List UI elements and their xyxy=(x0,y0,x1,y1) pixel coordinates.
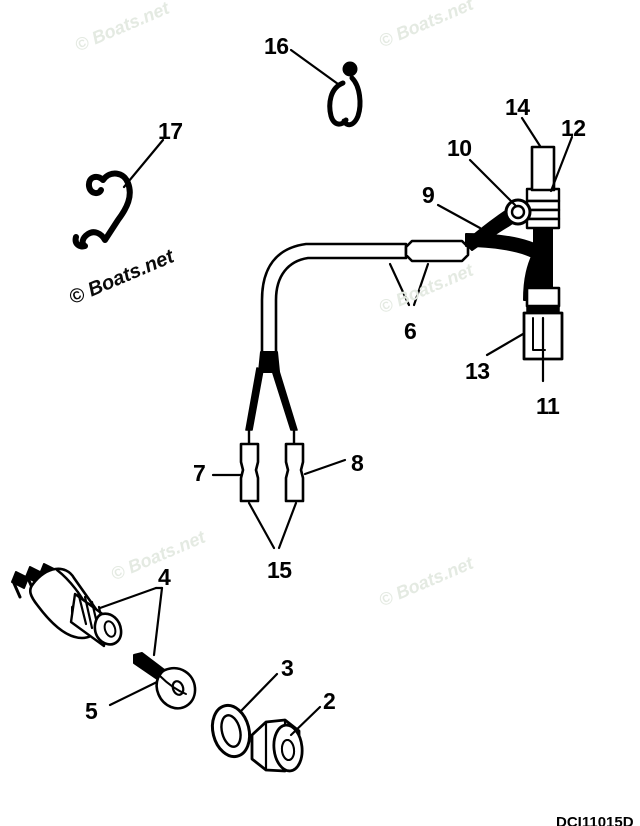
leader-2 xyxy=(289,705,322,737)
part-3-washer xyxy=(210,703,252,759)
leader-14 xyxy=(520,116,542,148)
connector-assembly xyxy=(465,145,564,361)
callout-9: 9 xyxy=(422,182,435,208)
leader-3 xyxy=(239,672,279,713)
diagram-code: DCI11015D xyxy=(556,814,634,826)
part-7-left-bullet-terminal xyxy=(239,442,260,503)
part-14-upper-terminal-pin xyxy=(530,145,556,192)
callout-13: 13 xyxy=(465,358,490,384)
part-12-upper-connector-collar xyxy=(525,187,561,230)
leader-13 xyxy=(485,332,525,357)
callout-5: 5 xyxy=(85,698,98,724)
part-9-lever-blade xyxy=(465,217,511,251)
callout-15: 15 xyxy=(267,557,292,583)
callout-4: 4 xyxy=(158,564,171,590)
callout-16: 16 xyxy=(264,33,289,59)
leader-9 xyxy=(436,203,482,230)
leader-10 xyxy=(468,158,517,207)
callout-7: 7 xyxy=(193,460,206,486)
leader-4 xyxy=(98,586,164,657)
callout-10: 10 xyxy=(447,135,472,161)
part-5-key xyxy=(133,652,197,710)
leader-6 xyxy=(388,262,430,307)
part-4-ignition-switch xyxy=(11,563,123,648)
leader-15 xyxy=(247,501,298,550)
callout-8: 8 xyxy=(351,450,364,476)
callout-12: 12 xyxy=(561,115,586,141)
leader-17 xyxy=(122,138,165,189)
part-8-right-bullet-terminal xyxy=(284,442,305,503)
part-6-harness-cable xyxy=(245,239,470,446)
leader-12 xyxy=(549,135,574,193)
callout-11: 11 xyxy=(536,393,560,419)
callout-14: 14 xyxy=(505,94,530,120)
part-2-hex-nut xyxy=(250,718,304,773)
part-13-lower-connector-body xyxy=(532,317,546,351)
part-16-retaining-clip xyxy=(327,61,363,128)
part-17-spring-clip xyxy=(72,170,133,250)
callout-6: 6 xyxy=(404,318,417,344)
callout-3: 3 xyxy=(281,655,294,681)
leader-8 xyxy=(303,458,347,476)
leader-5 xyxy=(108,680,159,707)
callout-2: 2 xyxy=(323,688,336,714)
leader-16 xyxy=(289,48,340,86)
callout-17: 17 xyxy=(158,118,183,144)
